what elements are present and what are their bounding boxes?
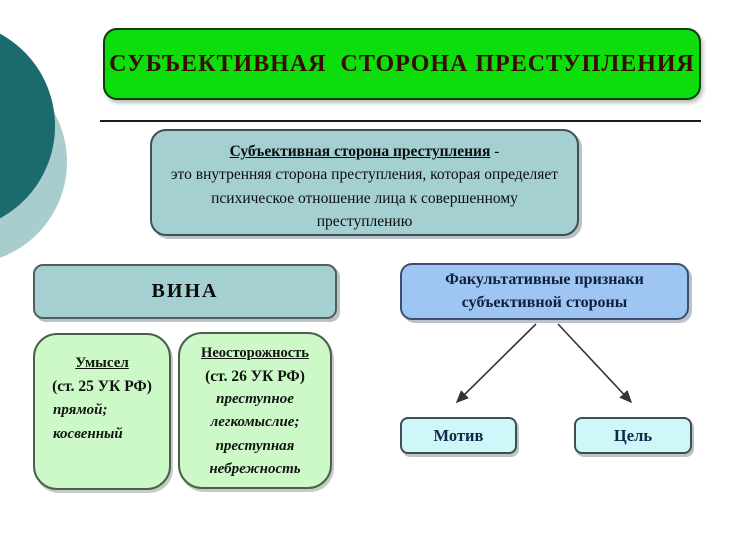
goal-label: Цель bbox=[613, 425, 653, 445]
arrow-to-motive bbox=[455, 323, 537, 404]
negligence-box: Неосторожность (ст. 26 УК РФ) преступное… bbox=[178, 332, 332, 489]
intent-article: (ст. 25 УК РФ) bbox=[52, 377, 152, 395]
definition-term: Субъективная сторона преступления bbox=[229, 143, 491, 160]
negligence-article: (ст. 26 УК РФ) bbox=[205, 367, 305, 385]
negligence-item-carelessness: преступная небрежность bbox=[209, 437, 301, 477]
slide-title-box: СУБЪЕКТИВНАЯ СТОРОНА ПРЕСТУПЛЕНИЯ bbox=[103, 28, 701, 100]
divider-line bbox=[100, 120, 701, 122]
definition-dash: - bbox=[490, 143, 500, 160]
negligence-item-levity: преступное легкомыслие; bbox=[210, 391, 300, 431]
goal-box: Цель bbox=[574, 417, 692, 454]
motive-label: Мотив bbox=[433, 425, 484, 445]
slide-title: СУБЪЕКТИВНАЯ СТОРОНА ПРЕСТУПЛЕНИЯ bbox=[109, 50, 695, 77]
intent-item-direct: прямой; bbox=[53, 401, 108, 418]
intent-box: Умысел (ст. 25 УК РФ) прямой; косвенный bbox=[33, 333, 171, 490]
arrow-to-goal bbox=[557, 323, 633, 404]
guilt-label: ВИНА bbox=[151, 280, 219, 302]
negligence-heading: Неосторожность bbox=[201, 345, 309, 361]
definition-body: это внутренняя сторона преступления, кот… bbox=[170, 166, 559, 230]
intent-item-indirect: косвенный bbox=[53, 425, 123, 442]
arrow-connectors bbox=[455, 323, 633, 404]
definition-box: Субъективная сторона преступления - это … bbox=[150, 129, 579, 236]
guilt-box: ВИНА bbox=[33, 264, 337, 319]
motive-box: Мотив bbox=[400, 417, 517, 454]
facultative-label: Факультативные признаки субъективной сто… bbox=[445, 271, 644, 311]
intent-heading: Умысел bbox=[75, 355, 129, 371]
facultative-box: Факультативные признаки субъективной сто… bbox=[400, 263, 689, 320]
